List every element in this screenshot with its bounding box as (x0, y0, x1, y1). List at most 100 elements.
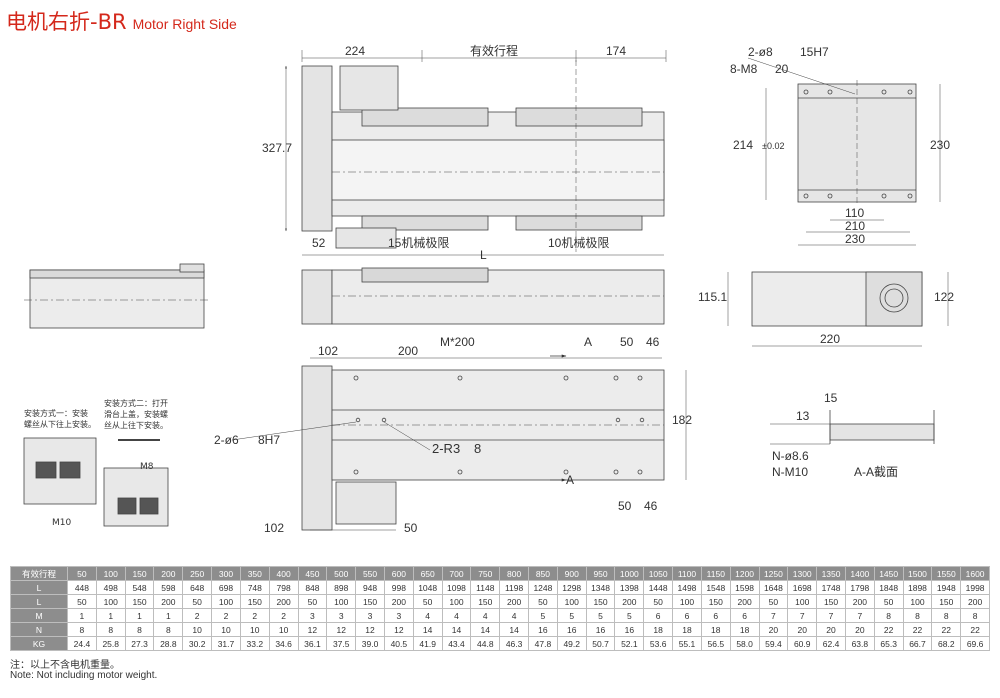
table-cell: 1098 (441, 580, 472, 595)
table-row-head: M (10, 608, 68, 623)
drawing-canvas: 224 有效行程 174 327.7 52 15机械极限 10机械极限 L 2-… (23, 43, 954, 535)
table-cell: 1548 (700, 580, 731, 595)
table-cell: 59.4 (758, 636, 789, 651)
table-cell: 100 (556, 594, 587, 609)
table-cell: 150 (355, 594, 385, 609)
table-cell: 55.1 (672, 636, 702, 651)
table-cell: 150 (124, 566, 155, 581)
dim-224: 224 (345, 44, 365, 58)
table-cell: 250 (182, 566, 213, 581)
table-cell: 40.5 (383, 636, 414, 651)
table-cell: 12 (326, 622, 357, 637)
dim-115: 115.1 (698, 290, 727, 304)
table-cell: 50 (758, 594, 789, 609)
table-cell: 1898 (902, 580, 933, 595)
dim-m200: M*200 (440, 335, 475, 349)
table-cell: 100 (672, 594, 702, 609)
table-cell: 14 (441, 622, 472, 637)
table-cell: 2 (268, 608, 299, 623)
table-cell: 50.7 (585, 636, 616, 651)
table-header-row: 有效行程 50 100 150 200 250 300 350 400 450 … (10, 566, 990, 581)
table-cell: 14 (412, 622, 443, 637)
front-view (301, 267, 665, 325)
table-cell: 7 (844, 608, 875, 623)
table-cell: 350 (239, 566, 270, 581)
table-cell: 12 (355, 622, 385, 637)
table-cell: 36.1 (297, 636, 328, 651)
table-cell: 200 (614, 594, 645, 609)
table-cell: 37.5 (326, 636, 357, 651)
table-cell: 500 (326, 566, 357, 581)
dim-230b: 230 (845, 232, 865, 246)
table-cell: 100 (787, 594, 818, 609)
table-cell: 1848 (873, 580, 904, 595)
table-cell: 1250 (758, 566, 789, 581)
dim-327: 327.7 (262, 141, 292, 155)
table-cell: 1198 (499, 580, 529, 595)
table-cell: 3 (297, 608, 328, 623)
depth-15h7: 15H7 (800, 45, 829, 59)
table-cell: 68.2 (931, 636, 962, 651)
table-cell: 698 (211, 580, 241, 595)
dim-50-bot: 50 (618, 499, 632, 513)
table-cell: 25.8 (95, 636, 126, 651)
table-cell: 1400 (844, 566, 875, 581)
m10-label: M10 (52, 518, 72, 528)
table-cell: 650 (412, 566, 443, 581)
depth-20: 20 (775, 62, 789, 76)
dim-50-top: 50 (620, 335, 634, 349)
table-cell: 50 (412, 594, 443, 609)
table-cell: 6 (672, 608, 702, 623)
table-cell: 400 (268, 566, 299, 581)
table-cell: 28.8 (153, 636, 184, 651)
table-cell: 1200 (729, 566, 760, 581)
table-cell: 200 (729, 594, 760, 609)
table-cell: 550 (355, 566, 385, 581)
table-cell: 1100 (672, 566, 702, 581)
table-cell: 31.7 (211, 636, 241, 651)
table-cell: 4 (499, 608, 529, 623)
top-view-labels: 224 有效行程 174 327.7 52 15机械极限 10机械极限 L (262, 43, 626, 262)
table-cell: 950 (585, 566, 616, 581)
table-cell: 65.3 (873, 636, 904, 651)
table-cell: 47.8 (528, 636, 558, 651)
table-cell: 648 (182, 580, 213, 595)
dim-52: 52 (312, 236, 326, 250)
table-cell: 39.0 (355, 636, 385, 651)
table-cell: 2 (239, 608, 270, 623)
dim-200: 200 (398, 344, 418, 358)
table-cell: 1 (67, 608, 97, 623)
table-cell: 200 (153, 566, 184, 581)
table-cell: 4 (412, 608, 443, 623)
table-cell: 69.6 (960, 636, 990, 651)
table-cell: 5 (614, 608, 645, 623)
table-cell: 18 (643, 622, 674, 637)
table-cell: 1150 (700, 566, 731, 581)
table-cell: 22 (902, 622, 933, 637)
table-cell: 6 (643, 608, 674, 623)
table-cell: 450 (297, 566, 328, 581)
dim-46-bot: 46 (644, 499, 658, 513)
table-cell: 6 (729, 608, 760, 623)
label-a-bot: A (566, 473, 574, 487)
end-view (747, 57, 941, 246)
table-cell: 7 (758, 608, 789, 623)
table-cell: 900 (556, 566, 587, 581)
table-cell: 8 (931, 608, 962, 623)
table-cell: 948 (355, 580, 385, 595)
table-cell: 20 (844, 622, 875, 637)
table-cell: 10 (268, 622, 299, 637)
table-cell: 10 (182, 622, 213, 637)
table-cell: 1598 (729, 580, 760, 595)
table-cell: 12 (297, 622, 328, 637)
table-cell: 100 (211, 594, 241, 609)
table-cell: 1600 (960, 566, 990, 581)
table-cell: 50 (67, 594, 97, 609)
table-cell: 3 (355, 608, 385, 623)
dim-220: 220 (820, 332, 840, 346)
dim-230r: 230 (930, 138, 950, 152)
section-labels: 15 13 N-ø8.6 N-M10 A-A截面 (772, 391, 898, 479)
